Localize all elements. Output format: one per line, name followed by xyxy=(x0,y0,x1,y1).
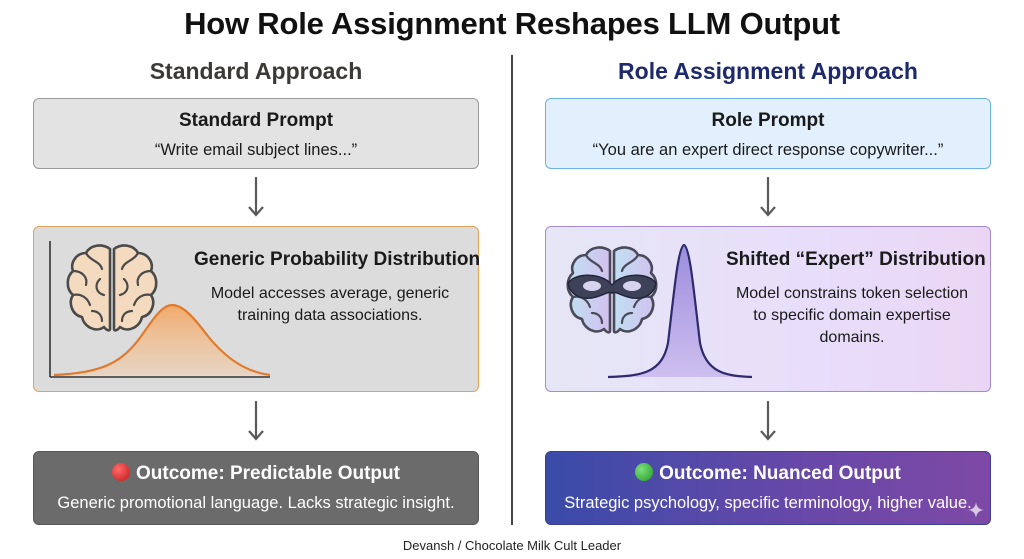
standard-approach-heading: Standard Approach xyxy=(149,58,363,84)
arrow-down-icon xyxy=(760,401,776,441)
brain-icon xyxy=(66,244,158,332)
expert-distribution-text-line: to specific domain expertise xyxy=(753,307,951,324)
masked-brain-icon xyxy=(566,246,658,334)
role-approach-heading: Role Assignment Approach xyxy=(618,58,918,84)
generic-distribution-title: Generic Probability Distribution xyxy=(194,249,481,270)
sparkle-icon xyxy=(968,502,984,518)
nuanced-outcome-title-row: Outcome: Nuanced Output xyxy=(546,463,990,485)
generic-distribution-text: Model accesses average, generic training… xyxy=(194,283,466,327)
predictable-outcome-text: Generic promotional language. Lacks stra… xyxy=(57,494,455,512)
expert-distribution-title: Shifted “Expert” Distribution xyxy=(726,249,986,270)
predictable-outcome-title: Outcome: Predictable Output xyxy=(136,463,400,484)
expert-distribution-text: Model constrains token selection to spec… xyxy=(716,283,988,349)
role-prompt-title: Role Prompt xyxy=(711,110,825,131)
nuanced-outcome-box: Outcome: Nuanced Output Strategic psycho… xyxy=(545,451,991,525)
generic-distribution-box: Generic Probability Distribution Model a… xyxy=(33,226,481,392)
arrow-down-icon xyxy=(760,177,776,217)
nuanced-outcome-title: Outcome: Nuanced Output xyxy=(659,463,901,484)
predictable-outcome-box: Outcome: Predictable Output Generic prom… xyxy=(33,451,479,525)
standard-prompt-title: Standard Prompt xyxy=(178,110,334,131)
generic-distribution-chart xyxy=(49,241,271,378)
standard-prompt-box: Standard Prompt “Write email subject lin… xyxy=(33,98,479,169)
generic-distribution-text-line: training data associations. xyxy=(237,307,423,324)
expert-distribution-text-line: domains. xyxy=(819,329,885,346)
expert-distribution-chart xyxy=(607,243,753,379)
column-divider xyxy=(511,55,513,525)
page-title: How Role Assignment Reshapes LLM Output xyxy=(184,6,840,41)
expert-distribution-text-line: Model constrains token selection xyxy=(735,285,969,302)
expert-distribution-box: Shifted “Expert” Distribution Model cons… xyxy=(545,226,991,392)
generic-distribution-text-line: Model accesses average, generic xyxy=(210,285,450,302)
red-status-dot-icon xyxy=(112,463,131,481)
green-status-dot-icon xyxy=(635,463,654,481)
role-prompt-box: Role Prompt “You are an expert direct re… xyxy=(545,98,991,169)
arrow-down-icon xyxy=(248,401,264,441)
footer-credit: Devansh / Chocolate Milk Cult Leader xyxy=(402,538,622,553)
standard-prompt-text: “Write email subject lines...” xyxy=(154,141,358,159)
nuanced-outcome-text: Strategic psychology, specific terminolo… xyxy=(564,494,972,512)
arrow-down-icon xyxy=(248,177,264,217)
role-prompt-text: “You are an expert direct response copyw… xyxy=(592,141,944,159)
predictable-outcome-title-row: Outcome: Predictable Output xyxy=(34,463,478,485)
